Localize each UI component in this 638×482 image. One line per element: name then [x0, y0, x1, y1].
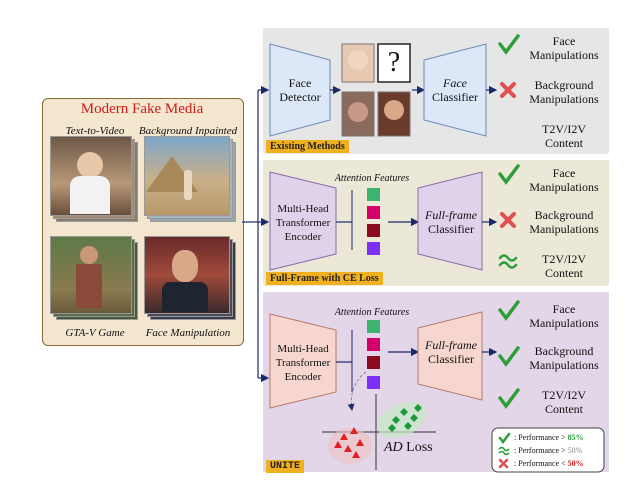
result-t2v-1: T2V/I2V Content — [542, 122, 586, 150]
green-diamonds — [388, 404, 422, 432]
legend-label-low: Performance — [518, 459, 560, 468]
ff-attn-darkred — [367, 224, 380, 237]
question-mark: ? — [387, 47, 401, 78]
result-background-1: Background Manipulations — [529, 78, 599, 106]
result-face-2: Face Manipulations — [529, 166, 599, 194]
ff-attn-magenta — [367, 206, 380, 219]
red-triangles — [334, 427, 364, 458]
ff-classifier-italic: Full-frame — [425, 208, 477, 222]
result-background-2: Background Manipulations — [529, 208, 599, 236]
ff-attn-violet — [367, 242, 380, 255]
check-icons — [498, 34, 520, 409]
ff-encoder-label: Multi-Head Transformer Encoder — [275, 203, 331, 243]
face-classifier-italic: Face — [443, 76, 467, 90]
unite-encoder-label: Multi-Head Transformer Encoder — [275, 343, 331, 383]
branch-arrows — [242, 85, 270, 383]
person-figure — [184, 170, 192, 200]
legend-row-low: : Performance < 50% — [514, 459, 584, 468]
ff-encoder-shape — [269, 171, 337, 271]
unite-tag: UNITE — [266, 460, 305, 473]
legend-value-high: 85% — [567, 433, 584, 442]
ad-loss-label: AD Loss — [384, 440, 433, 456]
cross-icons — [500, 82, 516, 228]
caption-text-to-video: Text-to-Video — [65, 125, 125, 137]
unite-attn-violet — [367, 376, 380, 389]
ff-classifier-shape — [417, 171, 483, 271]
legend-row-mid: : Performance > 50% — [514, 446, 583, 455]
face-classifier-shape — [423, 43, 487, 137]
approx-icon — [498, 254, 518, 269]
game-character — [80, 246, 98, 264]
unite-classifier-shape — [417, 311, 483, 401]
unite-attention-title: Attention Features — [334, 307, 410, 318]
caption-gta-v-game: GTA-V Game — [65, 327, 125, 339]
legend-box — [491, 427, 605, 473]
result-face-3: Face Manipulations — [529, 302, 599, 330]
woman-figure — [77, 152, 103, 178]
face-classifier-label: Classifier — [432, 90, 478, 104]
unite-encoder-shape — [269, 313, 337, 409]
legend-label-mid: Performance — [518, 446, 560, 455]
legend-icons — [498, 432, 511, 469]
result-background-3: Background Manipulations — [529, 344, 599, 372]
legend-row-high: : Performance > 85% — [514, 433, 584, 442]
caption-face-manipulation: Face Manipulation — [145, 327, 231, 339]
modern-fake-media-title: Modern Fake Media — [80, 100, 204, 117]
unite-classifier-italic: Full-frame — [425, 338, 477, 352]
fullframe-tag: Full-Frame with CE Loss — [266, 272, 383, 285]
face-detector-shape — [269, 43, 331, 137]
result-t2v-3: T2V/I2V Content — [542, 388, 586, 416]
ff-attention-title: Attention Features — [334, 173, 410, 184]
unite-attn-green — [367, 320, 380, 333]
legend-label-high: Performance — [518, 433, 560, 442]
ff-classifier-label: Classifier — [428, 222, 474, 236]
face-detector-label: Face Detector — [279, 76, 321, 104]
ad-loss-plot — [322, 371, 436, 470]
man-face — [172, 250, 198, 282]
ad-loss-text: Loss — [406, 440, 433, 455]
unite-attn-darkred — [367, 356, 380, 369]
result-t2v-2: T2V/I2V Content — [542, 252, 586, 280]
caption-background-inpainted: Background Inpainted — [138, 125, 238, 137]
unite-attn-magenta — [367, 338, 380, 351]
existing-methods-tag: Existing Methods — [266, 140, 349, 153]
legend-value-low: 50% — [567, 459, 584, 468]
result-face-1: Face Manipulations — [529, 34, 599, 62]
unite-classifier-label: Classifier — [428, 352, 474, 366]
legend-value-mid: 50% — [567, 446, 583, 455]
ad-loss-italic: AD — [384, 440, 403, 455]
ff-attn-green — [367, 188, 380, 201]
face-crops — [341, 43, 411, 137]
